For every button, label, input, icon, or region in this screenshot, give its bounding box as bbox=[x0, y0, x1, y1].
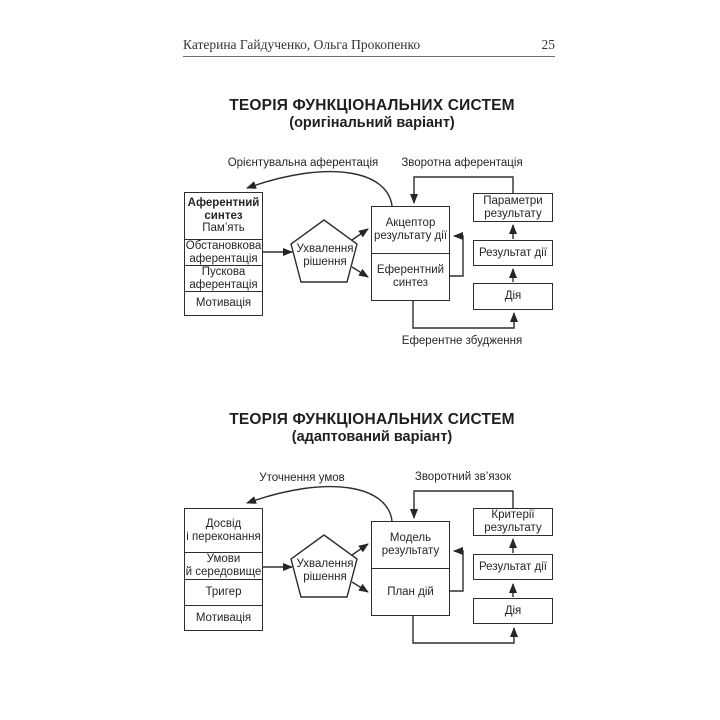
cell-trigger-2: Тригер bbox=[185, 579, 262, 605]
decision-pentagon-shape-2 bbox=[290, 534, 358, 598]
result-criteria-box: Критерії результату bbox=[473, 508, 553, 536]
diagram1-title-line1: ТЕОРІЯ ФУНКЦІОНАЛЬНИХ СИСТЕМ bbox=[229, 97, 515, 114]
arrow-efferent-to-acceptor-loop bbox=[450, 232, 464, 277]
arrow-efferent-excitation bbox=[412, 301, 518, 329]
decision-pentagon-shape-1 bbox=[290, 219, 358, 283]
label-orienting-afferentation: Орієнтувальна аферентація bbox=[227, 157, 379, 169]
cell-experience: Досвід і переконання bbox=[186, 517, 261, 543]
decision-pentagon-label-1: Ухвалення рішення bbox=[296, 243, 354, 268]
label-feedback: Зворотний зв’язок bbox=[414, 471, 512, 483]
diagram1-title: ТЕОРІЯ ФУНКЦІОНАЛЬНИХ СИСТЕМ (оригінальн… bbox=[22, 97, 720, 132]
arrow-decision-to-model bbox=[351, 543, 369, 556]
cell-afferent-synthesis: Аферентний синтез Пам’ять bbox=[185, 193, 262, 239]
action-box-2: Дія bbox=[473, 598, 553, 624]
arrow-feedback-loop bbox=[410, 490, 514, 519]
diagram2-title: ТЕОРІЯ ФУНКЦІОНАЛЬНИХ СИСТЕМ (адаптовани… bbox=[22, 411, 720, 446]
arrow-plan-to-action bbox=[412, 616, 518, 644]
decision-pentagon-label-2: Ухвалення рішення bbox=[296, 558, 354, 583]
cell-motivation-1: Мотивація bbox=[185, 291, 262, 315]
diagram2-title-line1: ТЕОРІЯ ФУНКЦІОНАЛЬНИХ СИСТЕМ bbox=[229, 411, 515, 428]
cell-trigger-afferentation: Пускова аферентація bbox=[185, 265, 262, 291]
cell-motivation-2: Мотивація bbox=[185, 605, 262, 630]
header-page-number: 25 bbox=[541, 37, 556, 52]
acceptor-of-result: Акцептор результату дії bbox=[373, 217, 448, 242]
arrow-orienting-afferentation bbox=[246, 170, 393, 207]
label-feedback-afferentation: Зворотна аферентація bbox=[401, 157, 523, 169]
arrow-conditions-clarification bbox=[246, 485, 393, 522]
diagram1-title-line2: (оригінальний варіант) bbox=[289, 115, 455, 132]
model-plan-box: Модель результату План дій bbox=[371, 521, 450, 616]
afferent-synthesis-stack: Аферентний синтез Пам’ять Обстановкова а… bbox=[184, 192, 263, 316]
page-header: Катерина Гайдученко, Ольга Прокопенко 25 bbox=[183, 37, 555, 57]
action-result-box-2: Результат дії bbox=[473, 554, 553, 580]
afferent-synthesis-title: Аферентний синтез bbox=[187, 196, 260, 222]
arrow-decision-to-plan bbox=[351, 581, 369, 593]
result-model: Модель результату bbox=[381, 532, 440, 557]
action-plan: План дій bbox=[372, 568, 449, 615]
arrow-plan-to-model-loop bbox=[450, 547, 464, 592]
header-authors: Катерина Гайдученко, Ольга Прокопенко bbox=[183, 37, 421, 52]
action-result-box-1: Результат дії bbox=[473, 240, 553, 266]
acceptor-efferent-box: Акцептор результату дії Еферентний синте… bbox=[371, 206, 450, 301]
result-parameters-box: Параметри результату bbox=[473, 193, 553, 222]
action-box-1: Дія bbox=[473, 283, 553, 310]
label-efferent-excitation: Еферентне збудження bbox=[401, 335, 523, 347]
arrow-decision-to-acceptor bbox=[351, 228, 369, 241]
label-conditions-clarification: Уточнення умов bbox=[259, 472, 345, 484]
arrow-decision-to-efferent bbox=[351, 266, 369, 278]
cell-situational-afferentation: Обстановкова аферентація bbox=[185, 239, 262, 265]
memory-label: Пам’ять bbox=[202, 222, 245, 235]
cell-conditions: Умови й середовище bbox=[185, 552, 262, 578]
arrow-feedback-afferentation bbox=[410, 176, 514, 204]
adapted-input-stack: Досвід і переконання Умови й середовище … bbox=[184, 508, 263, 631]
efferent-synthesis: Еферентний синтез bbox=[372, 253, 449, 300]
diagram2-title-line2: (адаптований варіант) bbox=[291, 429, 453, 446]
